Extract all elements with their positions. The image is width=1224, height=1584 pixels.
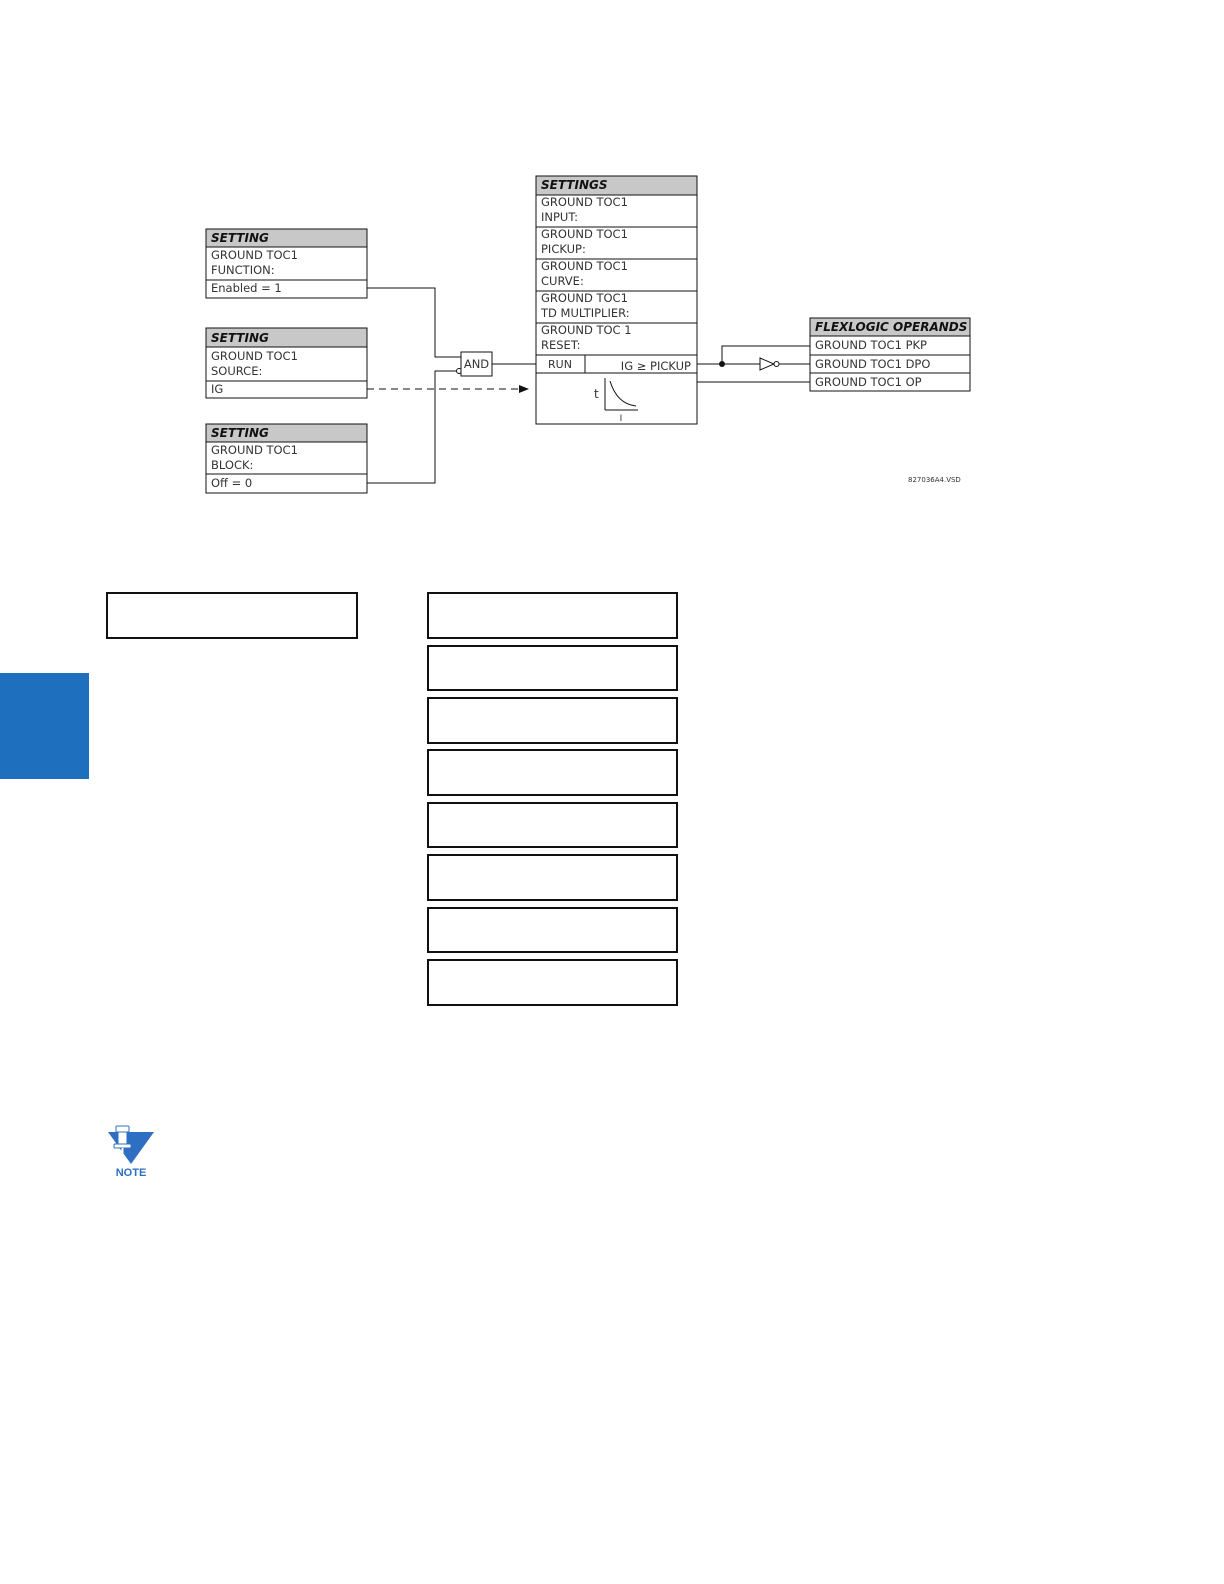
setting-block-block: SETTING GROUND TOC1 BLOCK: Off = 0 — [205, 423, 368, 494]
setting-value: Off = 0 — [211, 476, 252, 490]
note-label: NOTE — [116, 1167, 147, 1179]
settings-row-line2: RESET: — [541, 338, 580, 352]
pickup-condition: IG ≥ PICKUP — [621, 359, 691, 373]
menu-box-right — [427, 697, 678, 744]
settings-row-line2: INPUT: — [541, 210, 578, 224]
menu-box-right — [427, 749, 678, 796]
setting-header: SETTING — [211, 426, 269, 440]
menu-box-right — [427, 907, 678, 953]
setting-name-line1: GROUND TOC1 — [211, 248, 298, 262]
settings-header: SETTINGS — [541, 178, 608, 192]
settings-row-line2: TD MULTIPLIER: — [540, 306, 630, 320]
and-gate-label: AND — [464, 357, 489, 371]
settings-row-line1: GROUND TOC 1 — [541, 323, 632, 337]
setting-value: Enabled = 1 — [211, 281, 282, 295]
operand-op: GROUND TOC1 OP — [815, 375, 922, 389]
setting-header: SETTING — [211, 331, 269, 345]
menu-box-right — [427, 959, 678, 1006]
setting-name-line2: BLOCK: — [211, 458, 253, 472]
not-gate — [759, 357, 780, 371]
curve-axis-t: t — [594, 387, 599, 401]
menu-box-left — [106, 592, 358, 639]
and-gate: AND — [460, 351, 493, 377]
settings-row-line2: PICKUP: — [541, 242, 586, 256]
figure-id: 827036A4.VSD — [908, 476, 961, 484]
junction-dot — [719, 361, 725, 367]
operand-dpo: GROUND TOC1 DPO — [815, 357, 930, 371]
settings-row-line2: CURVE: — [541, 274, 584, 288]
inverse-time-curve: t I — [594, 378, 638, 424]
menu-box-right — [427, 802, 678, 848]
setting-name-line1: GROUND TOC1 — [211, 349, 298, 363]
setting-function-block: SETTING GROUND TOC1 FUNCTION: Enabled = … — [205, 228, 368, 299]
menu-box-right — [427, 645, 678, 691]
settings-block: SETTINGS GROUND TOC1 INPUT: GROUND TOC1 … — [535, 175, 698, 425]
flexlogic-header: FLEXLOGIC OPERANDS — [815, 320, 967, 334]
setting-name-line2: SOURCE: — [211, 364, 262, 378]
setting-value: IG — [211, 382, 223, 396]
note-icon: NOTE — [108, 1125, 154, 1179]
operand-pkp: GROUND TOC1 PKP — [815, 338, 927, 352]
settings-row-line1: GROUND TOC1 — [541, 291, 628, 305]
flexlogic-operands-block: FLEXLOGIC OPERANDS GROUND TOC1 PKP GROUN… — [809, 317, 971, 392]
settings-row-line1: GROUND TOC1 — [541, 227, 628, 241]
menu-box-right — [427, 854, 678, 901]
chapter-side-tab — [0, 673, 89, 779]
ground-toc-logic-diagram: SETTING GROUND TOC1 FUNCTION: Enabled = … — [205, 175, 971, 494]
settings-row-line1: GROUND TOC1 — [541, 195, 628, 209]
setting-source-block: SETTING GROUND TOC1 SOURCE: IG — [205, 327, 368, 399]
setting-name-line2: FUNCTION: — [211, 263, 275, 277]
setting-header: SETTING — [211, 231, 269, 245]
menu-box-right — [427, 592, 678, 639]
curve-axis-i: I — [620, 414, 623, 424]
setting-name-line1: GROUND TOC1 — [211, 443, 298, 457]
settings-row-line1: GROUND TOC1 — [541, 259, 628, 273]
run-label: RUN — [548, 358, 572, 371]
wires — [367, 287, 810, 484]
